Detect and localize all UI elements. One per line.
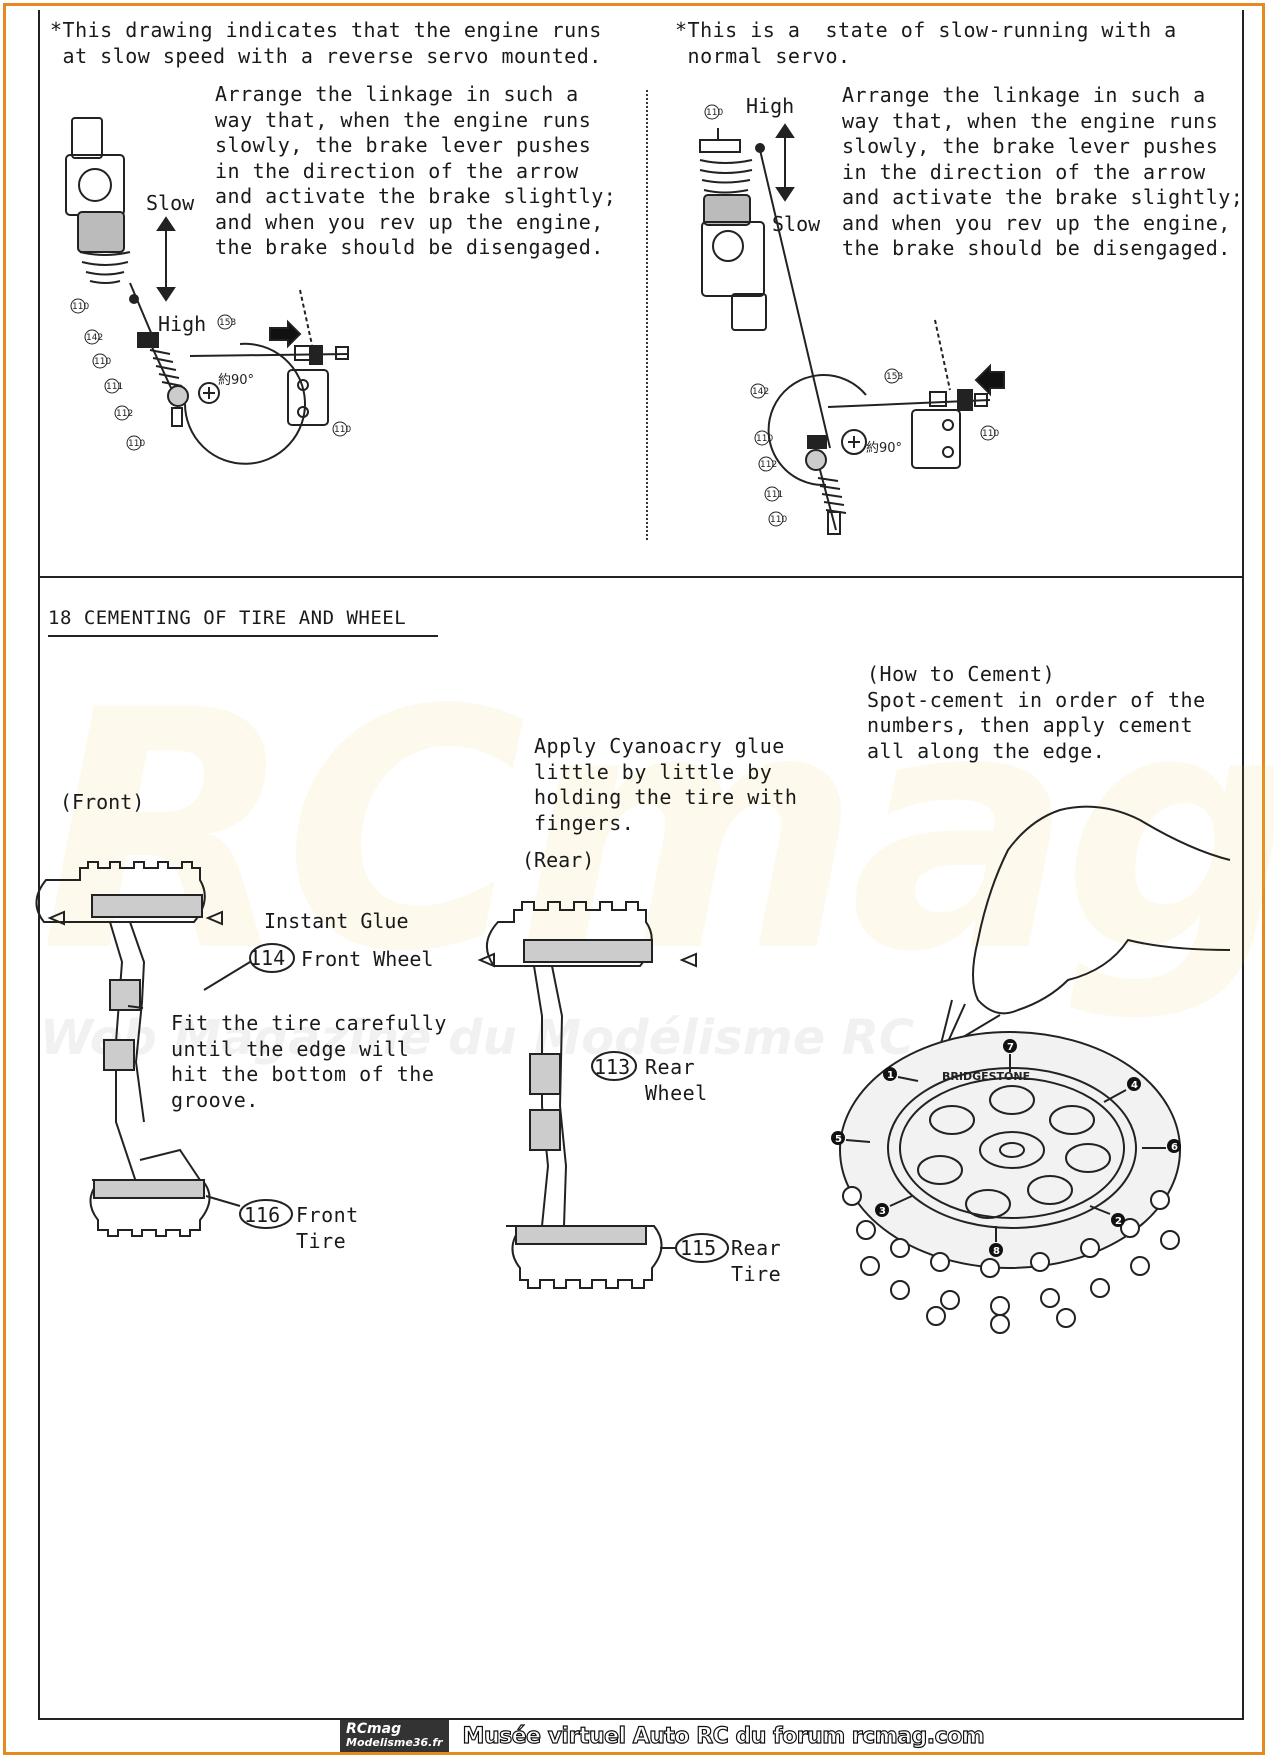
- right-carburetor-drawing: 約90° 110 142 153 110 112 111 110 110: [699, 104, 1005, 535]
- svg-text:153: 153: [219, 318, 236, 328]
- front-tire-number: 116: [244, 1203, 281, 1227]
- footer: RCmag Modelisme36.fr Musée virtuel Auto …: [340, 1718, 985, 1754]
- svg-text:110: 110: [72, 302, 89, 312]
- svg-text:1: 1: [887, 1070, 894, 1081]
- rear-wheel-number: 113: [594, 1055, 631, 1079]
- svg-text:6: 6: [1171, 1142, 1178, 1153]
- front-label: (Front): [60, 790, 145, 814]
- front-tire-label: Front Tire: [296, 1203, 359, 1253]
- svg-text:110: 110: [334, 425, 351, 435]
- rear-label: (Rear): [522, 848, 595, 872]
- svg-text:2: 2: [1115, 1216, 1122, 1227]
- rear-wheel-label: Rear Wheel: [645, 1055, 708, 1105]
- svg-text:110: 110: [128, 439, 145, 449]
- svg-text:153: 153: [886, 372, 903, 382]
- svg-text:142: 142: [752, 387, 769, 397]
- top-right-note: *This is a state of slow-running with a …: [675, 18, 1177, 68]
- label-slow-left: Slow: [146, 191, 195, 215]
- svg-text:110: 110: [94, 357, 111, 367]
- label-high-right: High: [746, 94, 795, 118]
- svg-text:5: 5: [835, 1134, 842, 1145]
- tire-brand: BRIDGESTONE: [942, 1070, 1030, 1083]
- cyano-glue-note: Apply Cyanoacry glue little by little by…: [534, 734, 798, 835]
- footer-caption: Musée virtuel Auto RC du forum rcmag.com: [462, 1723, 985, 1749]
- column-divider: [646, 90, 648, 540]
- angle-label-left: 約90°: [218, 373, 254, 388]
- front-wheel-cross-section: [35, 861, 295, 1237]
- svg-text:110: 110: [770, 515, 787, 525]
- svg-text:112: 112: [116, 409, 133, 419]
- front-wheel-label: Front Wheel: [301, 947, 434, 971]
- top-left-note: *This drawing indicates that the engine …: [50, 18, 602, 68]
- footer-logo: RCmag Modelisme36.fr: [340, 1720, 449, 1752]
- rear-tire-number: 115: [680, 1236, 717, 1260]
- fit-tire-note: Fit the tire carefully until the edge wi…: [171, 1011, 447, 1112]
- svg-text:112: 112: [760, 460, 777, 470]
- content-frame: [38, 10, 1244, 1720]
- rear-wheel-cross-section: [477, 901, 729, 1289]
- watermark-subtitle: Web Magazine du Modélisme RC: [40, 1010, 915, 1066]
- section-title: 18 CEMENTING OF TIRE AND WHEEL: [48, 607, 438, 637]
- svg-text:110: 110: [756, 434, 773, 444]
- label-high-left: High: [158, 312, 207, 336]
- watermark-logo: RCmag: [40, 640, 1274, 1024]
- top-right-instructions: Arrange the linkage in such a way that, …: [842, 83, 1244, 260]
- tire-cementing-illustration: BRIDGESTONE 1 2 3 4 5 6 7 8: [831, 805, 1231, 1334]
- svg-text:7: 7: [1007, 1042, 1014, 1053]
- angle-label-right: 約90°: [866, 441, 902, 456]
- svg-text:3: 3: [879, 1206, 886, 1217]
- section-divider: [38, 576, 1244, 578]
- svg-text:8: 8: [993, 1246, 1000, 1257]
- how-to-cement-note: (How to Cement) Spot-cement in order of …: [867, 662, 1206, 763]
- top-left-instructions: Arrange the linkage in such a way that, …: [215, 82, 617, 259]
- rear-tire-label: Rear Tire: [731, 1236, 782, 1286]
- svg-text:111: 111: [106, 382, 123, 392]
- svg-text:142: 142: [86, 333, 103, 343]
- left-carburetor-drawing: 約90° 110 142 110 111 112 110 153 110: [65, 117, 351, 465]
- svg-text:110: 110: [706, 108, 723, 118]
- svg-text:110: 110: [982, 429, 999, 439]
- instant-glue-label: Instant Glue: [264, 909, 409, 933]
- svg-text:111: 111: [766, 490, 783, 500]
- svg-text:4: 4: [1131, 1080, 1138, 1091]
- page-border: [3, 3, 1265, 1755]
